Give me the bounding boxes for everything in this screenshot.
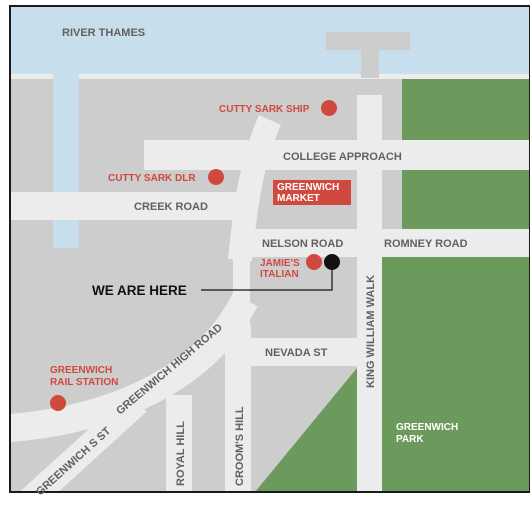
nelson-road-label: NELSON ROAD xyxy=(262,238,343,250)
greenwich-rail-station-label-line2: RAIL STATION xyxy=(50,377,118,388)
college-approach-label: COLLEGE APPROACH xyxy=(283,151,402,163)
jamies-italian-marker[interactable] xyxy=(306,254,322,270)
river-thames xyxy=(10,6,530,74)
road-college-approach xyxy=(144,140,530,170)
greenwich-park-label-line2: PARK xyxy=(396,434,424,445)
jamies-italian-label-line1: JAMIE'S xyxy=(260,258,300,269)
road-creek-road xyxy=(10,192,246,220)
pier xyxy=(326,32,410,50)
cutty-sark-ship-marker[interactable] xyxy=(321,100,337,116)
road-crooms-hill xyxy=(225,325,251,492)
river-thames-label: RIVER THAMES xyxy=(62,27,145,39)
greenwich-park-south xyxy=(382,257,530,492)
we-are-here-leader-line xyxy=(201,262,333,291)
royal-hill-label: ROYAL HILL xyxy=(175,421,187,486)
nevada-st-label: NEVADA ST xyxy=(265,347,328,359)
creek-channel xyxy=(53,74,79,248)
we-are-here-marker[interactable] xyxy=(324,254,340,270)
cutty-sark-dlr-marker[interactable] xyxy=(208,169,224,185)
greenwich-market-label-line1: GREENWICH xyxy=(277,182,339,193)
greenwich-rail-station-label-line1: GREENWICH xyxy=(50,365,112,376)
greenwich-market-label-line2: MARKET xyxy=(277,193,320,204)
greenwich-market-box[interactable]: GREENWICH MARKET xyxy=(273,180,351,205)
greenwich-park-label-line1: GREENWICH xyxy=(396,422,458,433)
greenwich-park-triangle xyxy=(255,368,357,492)
road-king-william-walk xyxy=(357,95,382,492)
cutty-sark-ship-label: CUTTY SARK SHIP xyxy=(219,104,310,115)
pier-stem xyxy=(361,50,379,78)
road-church-street xyxy=(228,115,281,262)
king-william-walk-label: KING WILLIAM WALK xyxy=(365,275,377,388)
road-greenwich-s-st xyxy=(21,392,147,492)
road-nevada-st xyxy=(233,338,357,366)
crooms-hill-label: CROOM'S HILL xyxy=(234,406,246,486)
road-royal-hill xyxy=(166,395,192,492)
map-frame xyxy=(9,5,530,493)
cutty-sark-dlr-label: CUTTY SARK DLR xyxy=(108,173,196,184)
jamies-italian-label-line2: ITALIAN xyxy=(260,269,299,280)
greenwich-rail-station-marker[interactable] xyxy=(50,395,66,411)
creek-road-label: CREEK ROAD xyxy=(134,201,208,213)
river-shore-line xyxy=(10,74,530,79)
romney-road-label: ROMNEY ROAD xyxy=(384,238,468,250)
we-are-here-label: WE ARE HERE xyxy=(92,283,187,298)
